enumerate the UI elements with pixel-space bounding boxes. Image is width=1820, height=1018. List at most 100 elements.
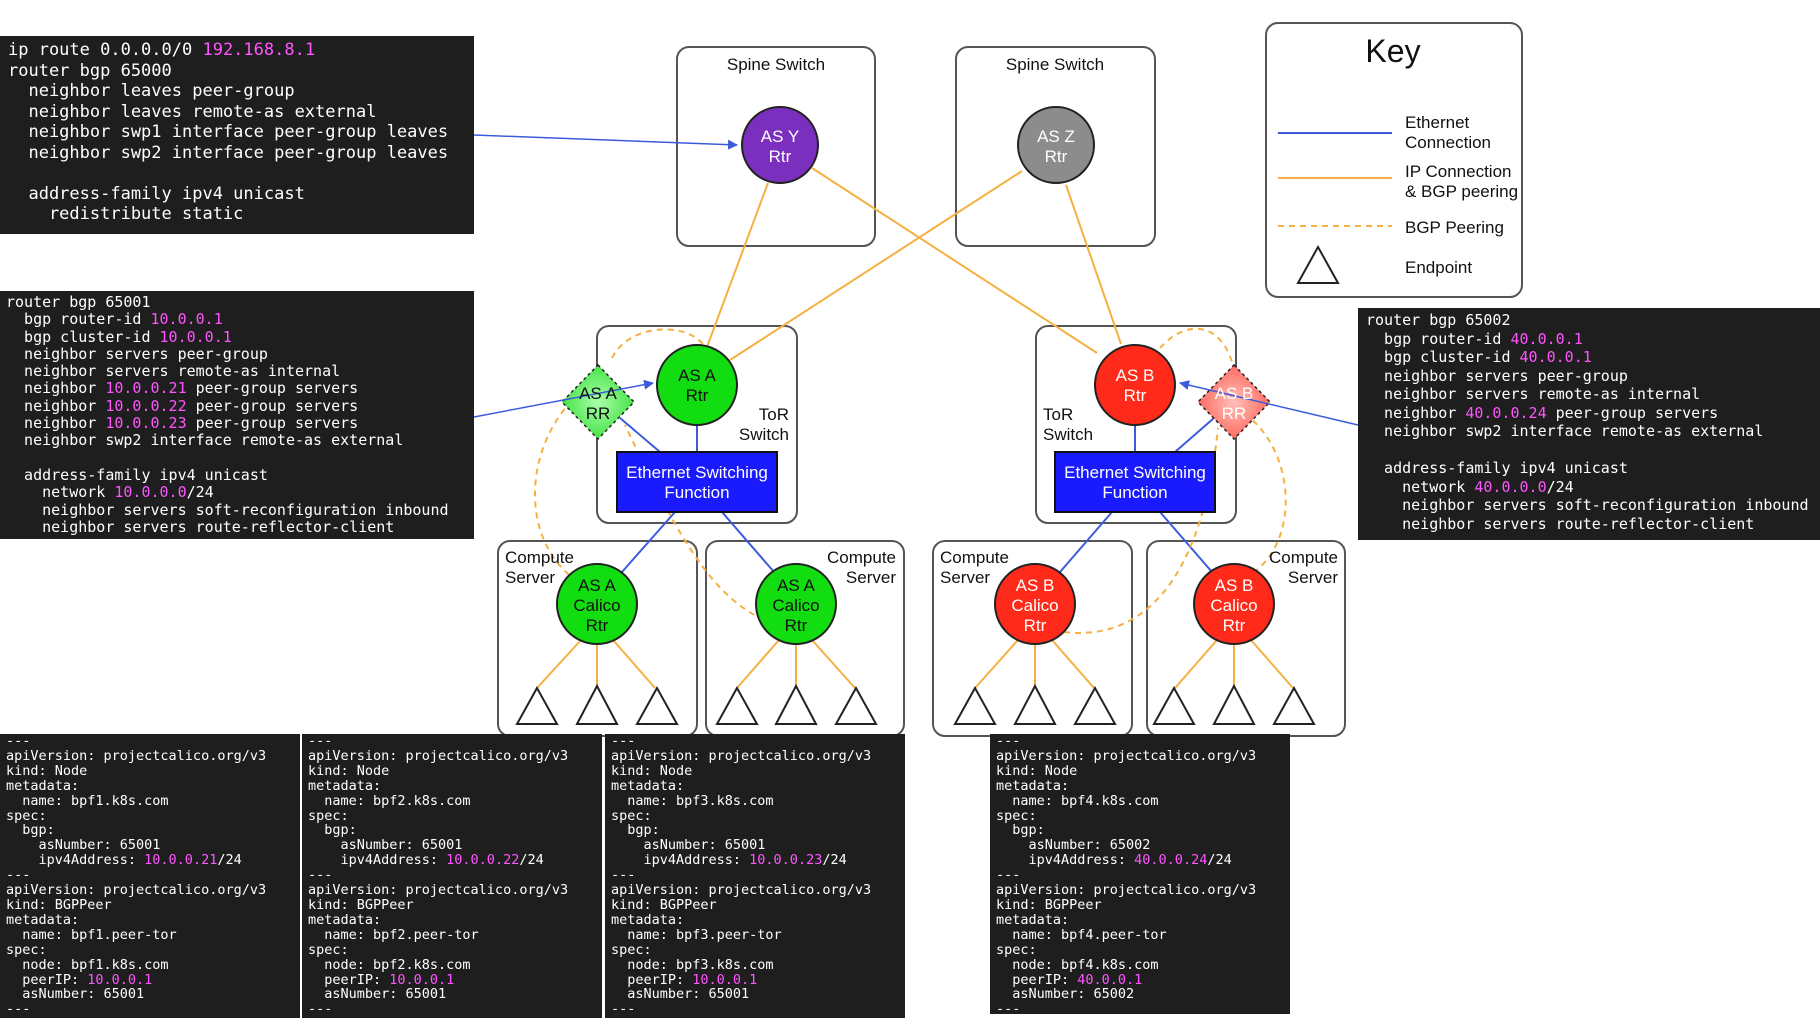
config-text: --- <box>308 734 333 749</box>
config-text: name: bpf4.peer-tor <box>996 926 1167 943</box>
link-asy-tor-b <box>811 167 1098 354</box>
config-line: spec: <box>611 941 905 958</box>
config-text: address-family ipv4 unicast <box>1366 459 1628 477</box>
key-bgp-peering-label: BGP Peering <box>1405 218 1504 237</box>
spine-router-as-y <box>741 106 819 184</box>
config-text: neighbor <box>6 396 106 415</box>
config-highlight-value: 40.0.0.24 <box>1465 403 1547 422</box>
config-text: neighbor leaves peer-group <box>8 81 295 101</box>
config-text: spec: <box>611 941 652 958</box>
config-line: apiVersion: projectcalico.org/v3 <box>308 748 602 764</box>
config-line: node: bpf1.k8s.com <box>6 956 300 973</box>
config-text: router bgp 65000 <box>8 60 172 81</box>
endpoint-triangle <box>1272 685 1316 725</box>
config-text: bgp: <box>996 822 1045 839</box>
route-reflector-as-b <box>1196 363 1272 441</box>
eth-switch-b-calico3 <box>1059 511 1113 573</box>
config-line: neighbor 10.0.0.23 peer-group servers <box>6 414 474 432</box>
config-text: metadata: <box>611 911 685 928</box>
tor-b-bgp-config-panel: router bgp 65002 bgp router-id 40.0.0.1 … <box>1358 308 1820 540</box>
config-text: --- <box>308 867 333 884</box>
link-calico4-ep3 <box>1250 639 1294 689</box>
config-text: --- <box>611 867 636 884</box>
link-calico2-ep3 <box>811 639 856 689</box>
config-text: neighbor servers peer-group <box>6 344 268 363</box>
config-text: --- <box>6 1001 31 1018</box>
config-highlight-value: 10.0.0.23 <box>749 852 823 869</box>
config-text: metadata: <box>6 777 80 794</box>
config-line: neighbor servers soft-reconfiguration in… <box>1366 496 1820 515</box>
config-text: node: bpf4.k8s.com <box>996 956 1159 973</box>
config-line: asNumber: 65001 <box>308 987 602 1002</box>
key-endpoint-triangle <box>1296 244 1340 284</box>
config-text: metadata: <box>308 777 382 794</box>
config-text: network <box>6 483 115 502</box>
link-calico4-ep1 <box>1174 639 1218 689</box>
config-line: spec: <box>611 808 905 824</box>
bgp-peering-loop-b1 <box>1063 427 1219 634</box>
config-line: asNumber: 65002 <box>996 987 1290 1002</box>
config-text: bgp router-id <box>6 310 151 329</box>
config-text: spec: <box>308 807 349 824</box>
config-line: asNumber: 65001 <box>308 838 602 853</box>
config-text: bgp: <box>6 822 55 839</box>
config-line: kind: Node <box>308 763 602 779</box>
config-text: neighbor swp2 interface remote-as extern… <box>1366 422 1764 440</box>
config-line: asNumber: 65002 <box>996 838 1290 853</box>
config-line: neighbor leaves peer-group <box>8 81 474 102</box>
config-text: kind: Node <box>996 762 1078 779</box>
config-line: spec: <box>6 808 300 824</box>
calico-router-4 <box>1193 563 1275 645</box>
config-text: asNumber: 65001 <box>611 837 766 854</box>
bgp-peering-loop-a2 <box>624 424 797 629</box>
config-line: spec: <box>308 807 602 824</box>
endpoint-triangle <box>834 685 878 725</box>
config-line: router bgp 65000 <box>8 61 474 82</box>
config-highlight-value: 10.0.0.0 <box>114 483 187 502</box>
endpoint-triangle <box>515 685 559 725</box>
config-text: spec: <box>996 941 1037 958</box>
config-line: peerIP: 10.0.0.1 <box>6 972 300 988</box>
config-line: kind: BGPPeer <box>308 898 602 913</box>
endpoint-triangle <box>575 683 619 725</box>
config-text: --- <box>996 1001 1021 1014</box>
config-text: router bgp 65001 <box>6 293 151 311</box>
bgp-peering-loop-a1 <box>534 404 598 593</box>
config-line: metadata: <box>996 912 1290 928</box>
config-text: --- <box>6 734 31 749</box>
config-highlight-value: 10.0.0.21 <box>105 379 187 398</box>
config-text: /24 <box>822 852 847 869</box>
config-text: redistribute static <box>8 204 244 224</box>
config-line: --- <box>308 734 602 749</box>
config-text: asNumber: 65002 <box>996 837 1151 854</box>
config-text: name: bpf3.k8s.com <box>611 792 774 809</box>
config-line: neighbor servers remote-as internal <box>1366 385 1820 404</box>
config-line: kind: Node <box>6 763 300 779</box>
config-line: network 40.0.0.0/24 <box>1366 478 1820 497</box>
config-text: apiVersion: projectcalico.org/v3 <box>611 747 872 764</box>
config-line: ipv4Address: 40.0.0.24/24 <box>996 853 1290 868</box>
config-line: neighbor swp2 interface remote-as extern… <box>6 432 474 449</box>
bgp-peering-loop-b3 <box>1159 327 1234 366</box>
link-calico1-ep1 <box>536 639 582 689</box>
config-text: --- <box>996 867 1021 884</box>
config-text: neighbor swp2 interface peer-group leave… <box>8 142 449 163</box>
config-text: /24 <box>186 483 214 502</box>
config-text: apiVersion: projectcalico.org/v3 <box>6 882 267 899</box>
config-line: network 10.0.0.0/24 <box>6 484 474 501</box>
config-text: node: bpf1.k8s.com <box>6 956 169 973</box>
config-text: apiVersion: projectcalico.org/v3 <box>611 882 872 899</box>
pointer-spine-config <box>473 134 738 150</box>
config-highlight-value: 10.0.0.22 <box>105 396 187 415</box>
config-line: redistribute static <box>8 204 474 225</box>
config-line: neighbor servers peer-group <box>1366 367 1820 386</box>
config-text: asNumber: 65001 <box>6 986 145 1003</box>
config-text: neighbor servers remote-as internal <box>1366 385 1701 403</box>
config-text: apiVersion: projectcalico.org/v3 <box>308 882 569 899</box>
